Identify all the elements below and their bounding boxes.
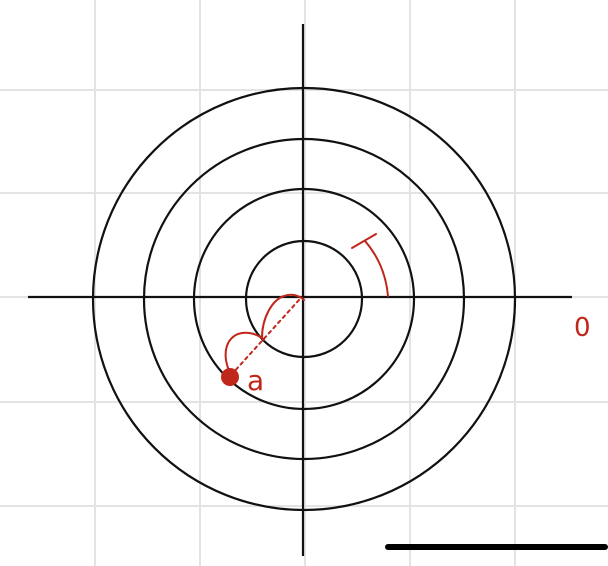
axis-end-label: 0 [574,313,591,343]
point-a-marker [221,368,239,386]
t-mark [351,233,389,297]
arc-bump-outer [224,331,265,369]
annotations [224,233,389,375]
dashed-radius [231,299,300,375]
home-indicator [385,544,608,550]
arc-bump-inner [261,293,305,339]
point-label: a [247,364,264,397]
